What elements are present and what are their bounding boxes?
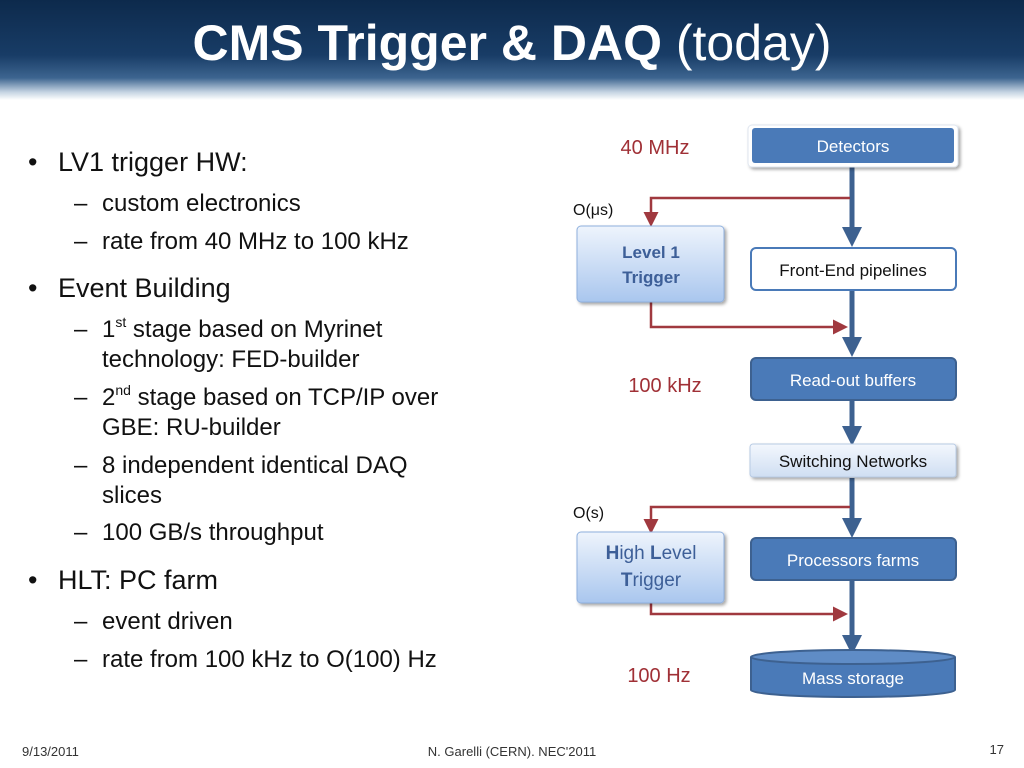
level1-label-2: Trigger [622, 268, 680, 287]
slide-title: CMS Trigger & DAQ (today) [0, 8, 1024, 78]
detectors-label: Detectors [817, 137, 890, 156]
latency-hlt: O(s) [573, 505, 604, 522]
readout-label: Read-out buffers [790, 371, 916, 390]
slide-title-bold: CMS Trigger & DAQ [192, 15, 662, 71]
hlt-label-1: High Level [606, 543, 697, 564]
lv1-input-arrow [643, 196, 850, 227]
frontend-label: Front-End pipelines [779, 261, 926, 280]
level1-label-1: Level 1 [622, 243, 680, 262]
title-bar [0, 0, 1024, 100]
hlt-input-arrow [643, 505, 850, 534]
footer-author: N. Garelli (CERN). NEC'2011 [427, 744, 597, 759]
footer-date: 9/13/2011 [22, 744, 79, 759]
processors-box: Processors farms [750, 537, 957, 581]
footer-page-number: 17 [989, 742, 1004, 757]
hlt-label-2: Trigger [621, 570, 682, 591]
switching-box: Switching Networks [749, 443, 957, 478]
mass-storage-cylinder: Mass storage [750, 649, 956, 698]
latency-lv1: O(μs) [573, 202, 613, 219]
detectors-box: Detectors [747, 124, 959, 168]
readout-box: Read-out buffers [750, 357, 957, 401]
rate-40mhz: 40 MHz [621, 137, 690, 159]
hlt-box: High Level Trigger [576, 531, 725, 604]
hlt-output-arrow [649, 603, 848, 622]
bullet-list: LV1 trigger HW: –custom electronics –rat… [28, 147, 439, 673]
switching-label: Switching Networks [779, 452, 927, 471]
slide-title-rest: (today) [661, 15, 832, 71]
rate-100khz: 100 kHz [628, 375, 701, 397]
level1-trigger-box: Level 1 Trigger [576, 225, 725, 303]
frontend-box: Front-End pipelines [750, 247, 957, 291]
mass-storage-label: Mass storage [802, 669, 904, 688]
rate-100hz: 100 Hz [627, 665, 690, 687]
processors-label: Processors farms [787, 551, 919, 570]
lv1-output-arrow [649, 302, 848, 335]
